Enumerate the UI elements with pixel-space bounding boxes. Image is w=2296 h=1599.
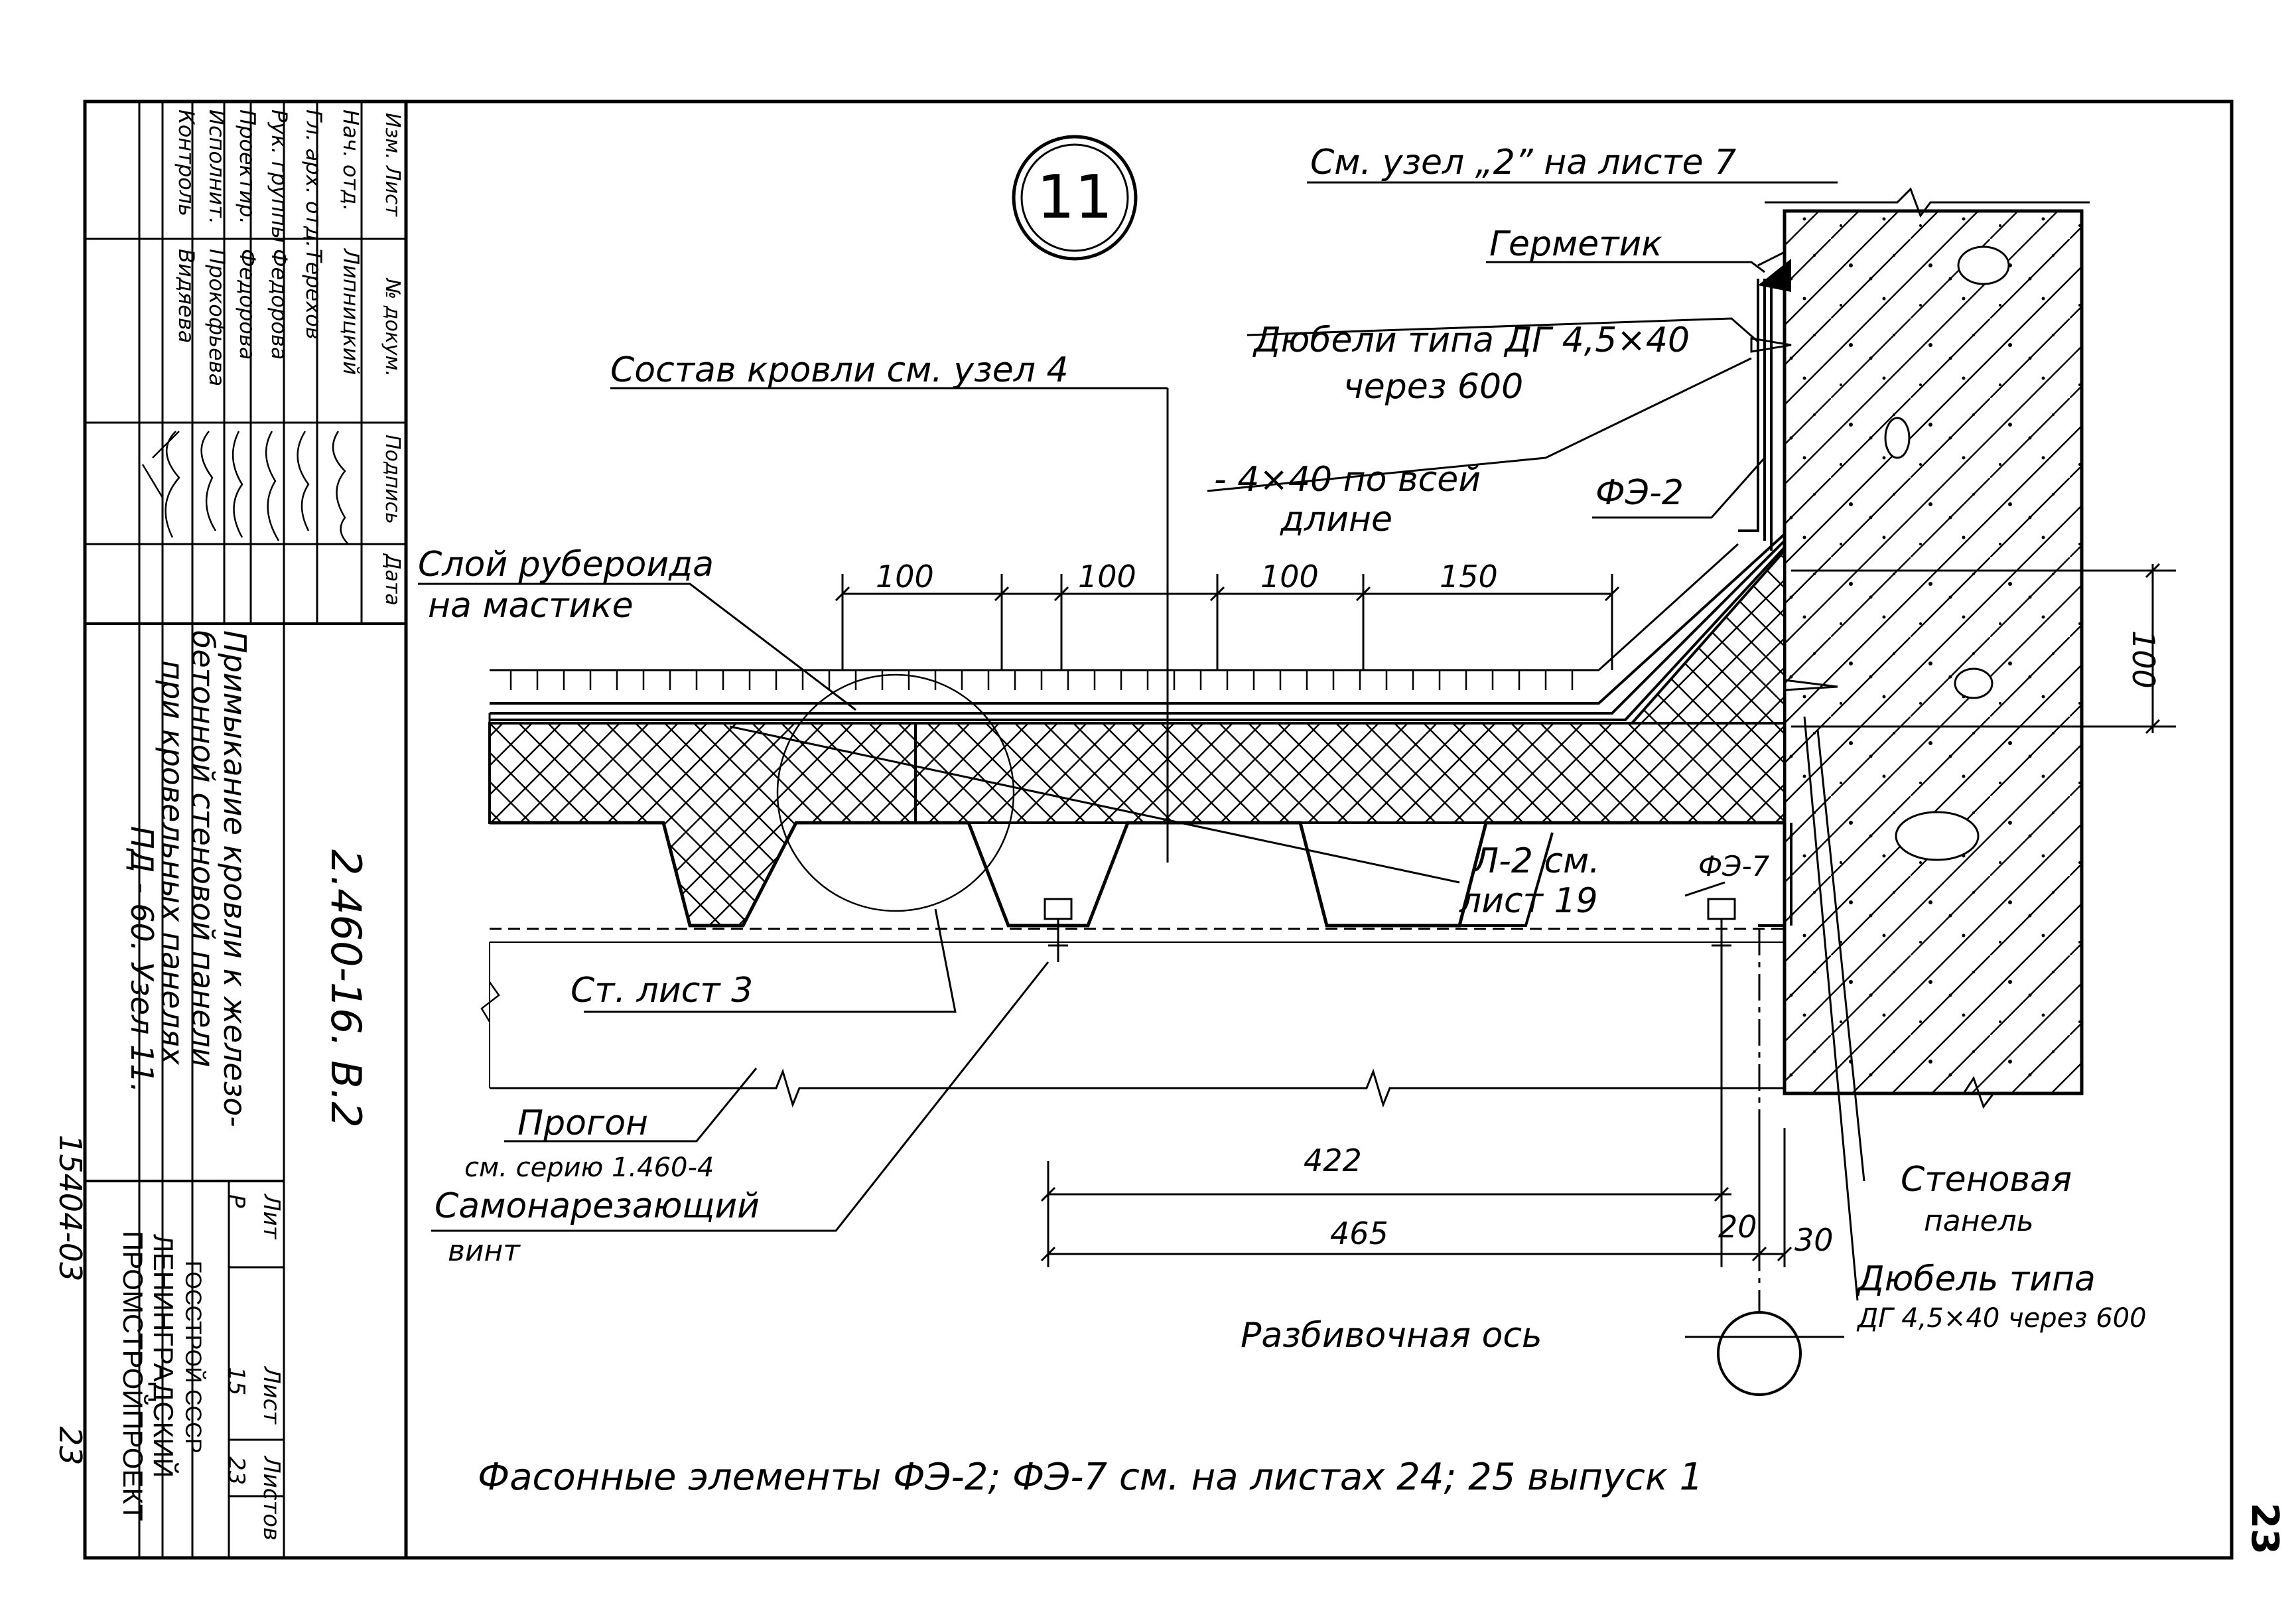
dim-100-2: 100 <box>1078 559 1136 594</box>
stamp-role-4: Проектир. <box>235 109 260 224</box>
org-line-1: ГОССТРОЙ СССР <box>180 1261 206 1453</box>
callout-st-list: Ст. лист 3 <box>571 971 753 1010</box>
header-signature: Подпись <box>381 435 404 524</box>
axis-marker <box>1717 1311 1802 1396</box>
stamp-name-2: Терехов <box>301 249 326 340</box>
stamp-name-5: Прокофьева <box>204 249 230 386</box>
header-list: Лист <box>381 165 404 218</box>
callout-axis: Разбивочная ось <box>1241 1316 1542 1356</box>
fe7-angle <box>1758 823 1792 927</box>
title-line-1: Примыкание кровли к железо- <box>217 630 253 1127</box>
org-line-3: ПРОМСТРОЙПРОЕКТ <box>117 1231 149 1521</box>
dim-100-3: 100 <box>1260 559 1319 594</box>
callout-purlin-1: Прогон <box>517 1103 648 1143</box>
callout-wall-1: Стеновая <box>1901 1160 2072 1200</box>
profiled-deck <box>490 821 1785 928</box>
dim-150: 150 <box>1440 559 1498 594</box>
callout-l2-2: лист 19 <box>1459 881 1598 921</box>
callout-ref-node2: См. узел „2” на листе 7 <box>1310 143 1736 182</box>
callout-dowels-1: Дюбели типа ДГ 4,5×40 <box>1252 320 1690 360</box>
leader-lines <box>418 181 1865 1338</box>
dim-465: 465 <box>1330 1216 1388 1251</box>
stamp-role-2: Гл. арх. отд. <box>301 109 326 247</box>
header-date: Дата <box>381 553 404 606</box>
drawing-frame <box>404 100 2234 1560</box>
margin-inventory: 15404-03 <box>52 1135 88 1281</box>
sheet-label: Лист <box>258 1365 285 1425</box>
lit-label: Лит <box>258 1193 285 1240</box>
title-block: Изм. Лист № докум. Подпись Дата Нач. отд… <box>85 102 406 1558</box>
stamp-name-4: Федорова <box>235 249 260 360</box>
vertical-dimension <box>1791 563 2176 734</box>
sheet-value: 15 <box>223 1367 249 1395</box>
fe2-apron <box>1738 279 1773 551</box>
dim-422: 422 <box>1304 1143 1362 1178</box>
node-number: 11 <box>1037 163 1113 232</box>
lit-value: Р <box>223 1194 249 1208</box>
callout-sealant: Герметик <box>1489 224 1662 264</box>
callout-dowels-2: через 600 <box>1343 367 1523 407</box>
callout-purlin-2: см. серию 1.460-4 <box>464 1152 714 1183</box>
dim-v100: 100 <box>2126 630 2161 689</box>
screw-1 <box>1044 898 1073 962</box>
screw-2 <box>1707 898 1736 962</box>
callout-screw-1: Самонарезающий <box>435 1186 760 1226</box>
node-number-badge: 11 <box>1012 135 1138 261</box>
wall-dowel <box>1784 679 1838 691</box>
top-dimensions <box>835 574 1620 670</box>
stamp-name-6: Видяева <box>174 249 199 343</box>
title-line-3: при кровельных панелях <box>155 660 190 1066</box>
wall-panel <box>1765 187 2090 1109</box>
sheets-value: 23 <box>223 1456 249 1485</box>
org-line-2: ЛЕНИНГРАДСКИЙ <box>148 1234 180 1478</box>
gravel-ticks <box>509 670 1574 690</box>
callout-roof-comp: Состав кровли см. узел 4 <box>610 350 1069 390</box>
bottom-dimensions <box>1040 962 1792 1267</box>
callout-wall-2: панель <box>1924 1204 2034 1238</box>
signature-scribbles <box>141 431 349 545</box>
stamp-role-6: Контроль <box>174 109 199 216</box>
callout-screw-2: винт <box>448 1234 521 1268</box>
sealant <box>1758 259 1791 292</box>
footnote: Фасонные элементы ФЭ-2; ФЭ-7 см. на лист… <box>478 1456 1703 1499</box>
callout-dowel-1: Дюбель типа <box>1856 1259 2096 1299</box>
callout-ruberoid-2: на мастике <box>428 586 634 626</box>
dim-100-1: 100 <box>876 559 934 594</box>
callout-ruberoid-1: Слой рубероида <box>418 545 714 585</box>
callout-strip-1: - 4×40 по всей <box>1214 460 1481 500</box>
stamp-name-3: Федорова <box>267 249 292 360</box>
stamp-role-1: Нач. отд. <box>338 109 364 211</box>
dim-30: 30 <box>1794 1222 1834 1258</box>
callout-l2-1: Л-2 см. <box>1471 841 1600 881</box>
margin-page: 23 <box>52 1426 88 1466</box>
title-line-4: ПД - 60. Узел 11. <box>124 826 160 1093</box>
stamp-role-5: Исполнит. <box>204 109 230 224</box>
drawing-code: 2.460-16. В.2 <box>322 849 370 1128</box>
header-doc: № докум. <box>381 277 404 377</box>
sheets-label: Листов <box>258 1455 285 1541</box>
detail-circle <box>776 673 1015 912</box>
callout-dowel-2: ДГ 4,5×40 через 600 <box>1856 1303 2147 1334</box>
title-line-2: бетонной стеновой панели <box>185 630 221 1068</box>
callout-fe7: ФЭ-7 <box>1698 850 1770 882</box>
purlin-break <box>490 1068 1785 1108</box>
stamp-role-3: Рук. группы <box>267 109 292 243</box>
stamp-name-1: Липницкий <box>338 248 364 375</box>
page-number: 23 <box>2243 1503 2286 1555</box>
header-izm: Изм. <box>381 113 404 160</box>
callout-fe2: ФЭ-2 <box>1595 473 1684 513</box>
callout-strip-2: длине <box>1280 500 1392 539</box>
dim-20: 20 <box>1718 1209 1757 1245</box>
